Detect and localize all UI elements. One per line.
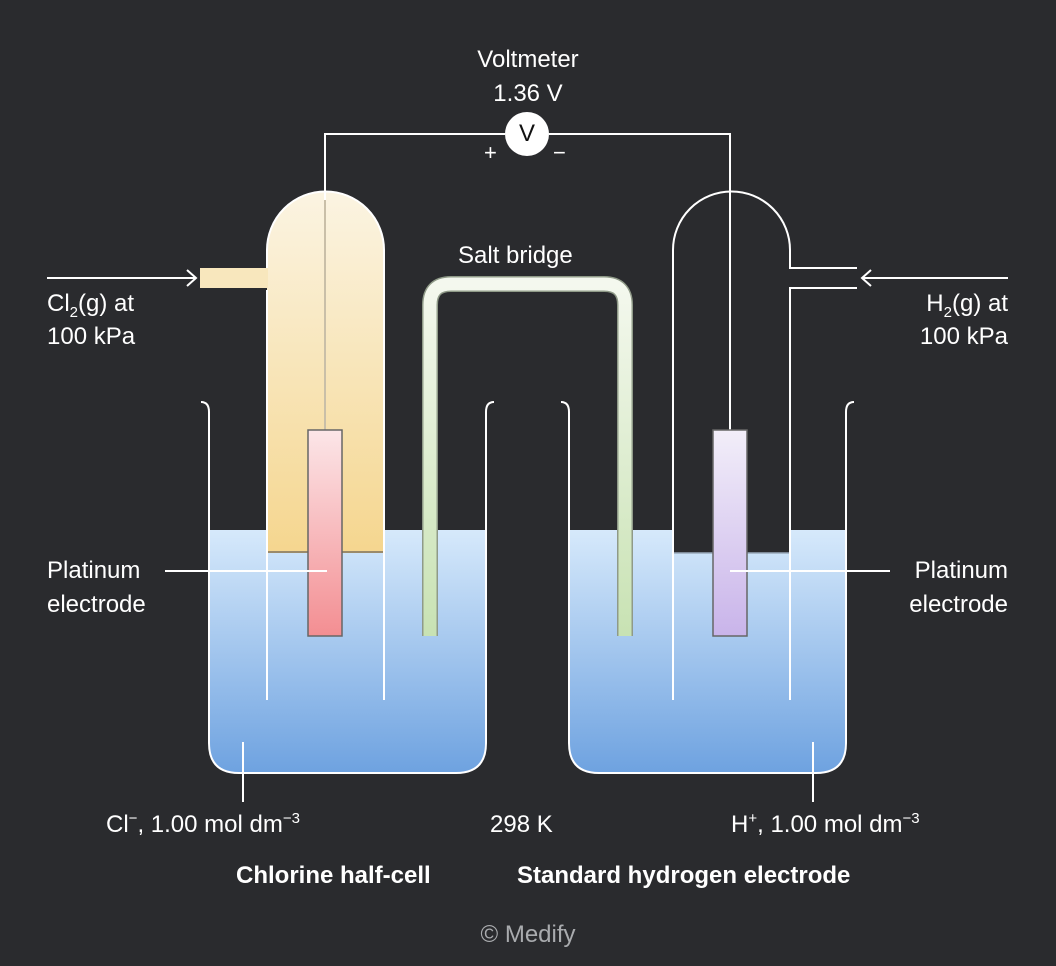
right-beaker [560,401,855,774]
copyright: © Medify [480,921,576,948]
salt-bridge-label: Salt bridge [458,242,573,269]
chlorine-inlet-tube [200,268,268,288]
left-electrode-label-1: Platinum [47,557,141,584]
hydrogen-ion-concentration: H+, 1.00 mol dm−3 [731,810,920,838]
positive-terminal: + [484,140,497,165]
hydrogen-pressure: 100 kPa [919,323,1008,350]
voltmeter-label: Voltmeter [477,46,579,73]
left-beaker-liquid [209,530,486,773]
chloride-concentration: Cl−, 1.00 mol dm−3 [106,810,300,838]
left-beaker [200,401,495,774]
temperature-label: 298 K [490,811,553,838]
chlorine-inlet-arrow-icon [47,269,198,287]
hydrogen-inlet-arrow-icon [860,269,1008,287]
voltmeter [505,112,549,156]
left-platinum-electrode [307,429,343,637]
right-electrode-label-2: electrode [909,591,1008,618]
right-electrode-label-1: Platinum [914,557,1008,584]
leader-lines [165,570,890,802]
hydrogen-tube [672,190,857,700]
hydrogen-gas-label: H2(g) at [926,290,1008,321]
right-beaker-liquid [569,530,846,773]
negative-terminal: − [553,140,566,165]
chlorine-pressure: 100 kPa [47,323,136,350]
chlorine-gas-label: Cl2(g) at [47,290,135,321]
voltmeter-reading: 1.36 V [493,80,563,107]
left-electrode-label-2: electrode [47,591,146,618]
right-platinum-electrode [712,429,748,637]
voltmeter-symbol: V [518,120,535,147]
chlorine-half-cell-title: Chlorine half-cell [236,862,431,889]
standard-hydrogen-electrode-title: Standard hydrogen electrode [517,862,851,889]
